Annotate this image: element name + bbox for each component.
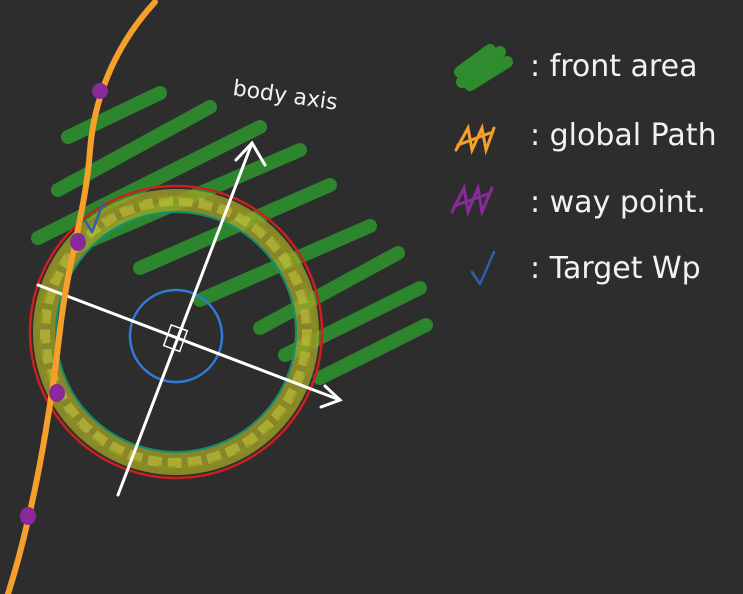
- front-area-stroke: [31, 120, 267, 245]
- purple-scribble-icon: [450, 182, 494, 218]
- legend-label-global-path: : global Path: [530, 118, 717, 153]
- robot-body-icon: [162, 323, 189, 353]
- global-path: [5, 0, 158, 594]
- body-axis-lateral-arrowhead: [319, 384, 343, 409]
- waypoint: [20, 507, 36, 525]
- legend-label-waypoint: : way point.: [530, 185, 706, 220]
- inner-ring: [55, 211, 297, 453]
- body-axis-forward-arrowhead: [234, 140, 267, 167]
- checkmark-icon: [470, 250, 496, 286]
- front-area-stroke: [313, 318, 433, 385]
- ring-highlight-hatch: [40, 196, 312, 468]
- waypoint: [92, 83, 108, 99]
- legend: : front area : global Path : way point. …: [450, 44, 717, 286]
- center-circle: [128, 288, 224, 384]
- front-area-stroke: [253, 246, 405, 335]
- waypoint-target: [70, 233, 86, 251]
- body-axis-label: body axis: [231, 76, 339, 115]
- body-axis-forward: [116, 141, 254, 497]
- waypoints: [20, 83, 108, 525]
- legend-label-front-area: : front area: [530, 49, 697, 84]
- waypoint: [49, 384, 65, 402]
- body-axis-lateral: [36, 283, 342, 402]
- front-area-stroke: [51, 100, 217, 197]
- outer-circle: [28, 184, 324, 480]
- green-scribble-icon: [454, 44, 513, 91]
- front-area-stroke: [61, 86, 167, 144]
- target-checkmark-icon: [84, 201, 105, 234]
- body-axes: [36, 140, 343, 497]
- legend-label-target-wp: : Target Wp: [530, 251, 701, 286]
- orange-scribble-icon: [454, 123, 496, 156]
- ring-highlight-hatch-outer: [36, 192, 316, 472]
